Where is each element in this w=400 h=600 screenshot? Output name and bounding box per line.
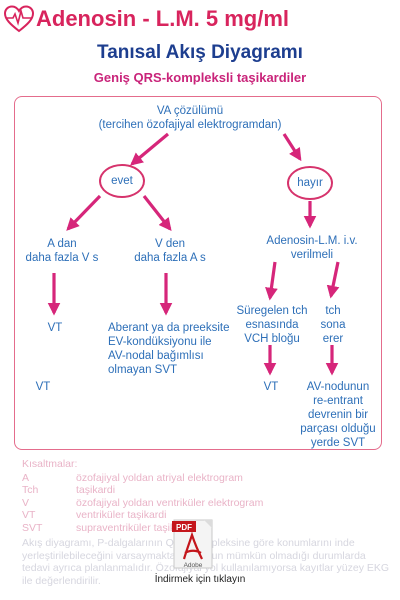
pdf-download-icon[interactable]: PDF Adobe — [170, 517, 216, 571]
abbreviation-row: Tch taşikardi — [22, 484, 116, 496]
node-v-over-a: V den daha fazla A s — [134, 238, 206, 264]
node-sustained: Süregelen tch esnasında VCH bloğu — [236, 305, 308, 345]
abbreviation-row: VT ventriküler taşikardi — [22, 509, 167, 521]
page-title: Adenosin - L.M. 5 mg/ml — [36, 6, 290, 31]
node-adenosin: Adenosin-L.M. i.v. verilmeli — [266, 235, 358, 261]
node-vt-outer: VT — [35, 381, 51, 393]
header: Adenosin - L.M. 5 mg/ml Tanısal Akış Diy… — [0, 0, 400, 90]
abbreviation-row: V özofajiyal yoldan ventriküler elektrog… — [22, 496, 264, 509]
heart-ecg-logo-icon — [4, 5, 34, 33]
download-link[interactable]: İndirmek için tıklayın — [154, 574, 246, 585]
adobe-brand-text: Adobe — [184, 562, 203, 569]
abbreviation-row: A özofajiyal yoldan atriyal elektrogram — [22, 471, 243, 484]
node-vt-1: VT — [47, 322, 63, 334]
node-av-nodal: AV-nodunun re-entrant devrenin bir parça… — [300, 381, 376, 449]
pdf-badge-text: PDF — [176, 523, 192, 532]
node-a-over-v: A dan daha fazla V s — [25, 238, 99, 264]
abbreviation-row: SVT supraventriküler taşikardi — [22, 521, 193, 534]
flowchart-frame — [14, 96, 382, 450]
node-no-circle: hayır — [287, 166, 333, 200]
abbreviations-title: Kısaltmalar: — [22, 458, 78, 470]
node-vt-2: VT — [263, 381, 279, 393]
page-tagline: Geniş QRS-kompleksli taşikardiler — [93, 70, 307, 85]
node-root: VA çözülümü (tercihen özofajiyal elektro… — [98, 105, 282, 131]
page-subtitle: Tanısal Akış Diyagramı — [97, 42, 303, 63]
node-tch-ends: tch sona erer — [320, 305, 346, 345]
node-yes-circle: evet — [99, 164, 145, 198]
node-aberrant: Aberant ya da preeksite EV-kondüksiyonu … — [108, 322, 230, 376]
